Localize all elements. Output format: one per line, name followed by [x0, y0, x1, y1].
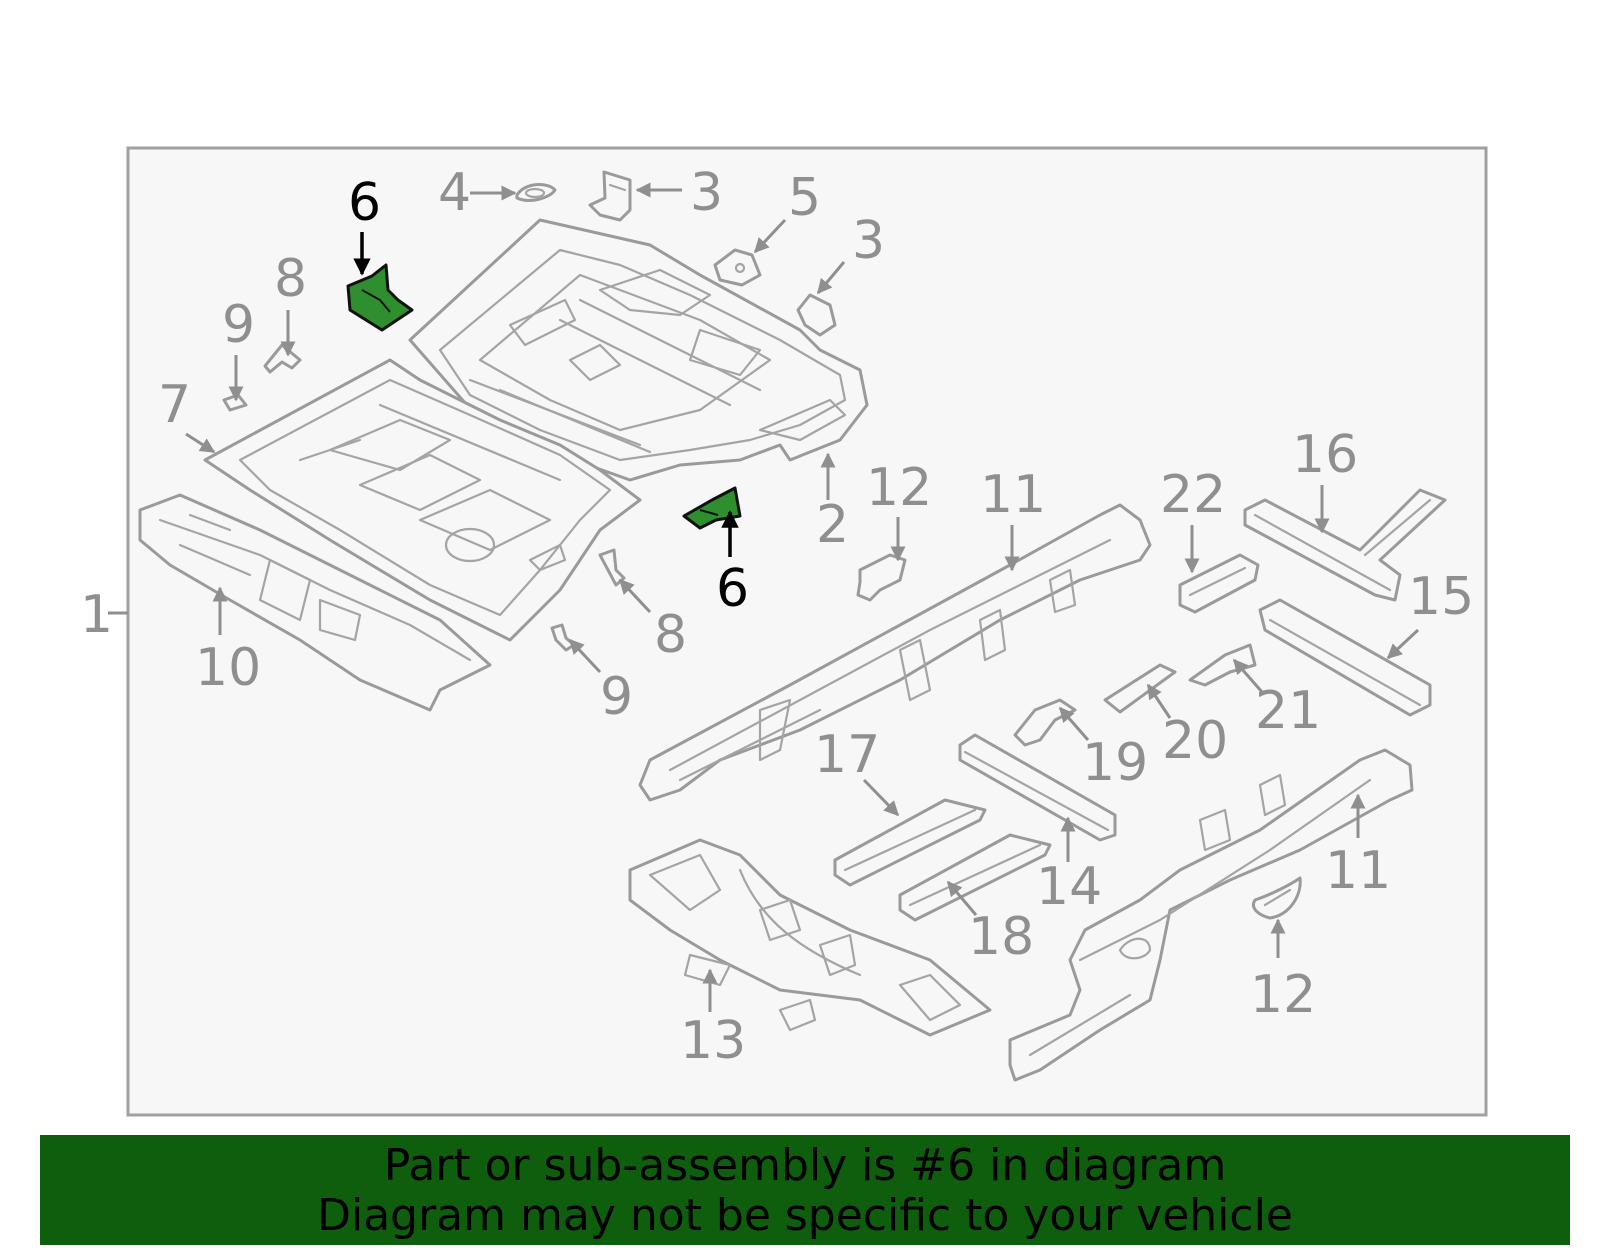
label-9: 9 [222, 295, 255, 355]
label-12: 12 [1250, 965, 1316, 1025]
label-10: 10 [195, 638, 261, 698]
small-brackets [222, 170, 1302, 920]
part-11-lower-rail [1008, 748, 1414, 1082]
part-10-cross-member [138, 493, 492, 712]
part-13-center-member [628, 838, 992, 1037]
leader-lines [108, 182, 1420, 1012]
label-11: 11 [1325, 841, 1391, 901]
label-8: 8 [654, 605, 687, 665]
label-3: 3 [690, 163, 723, 223]
banner-line-1: Part or sub-assembly is #6 in diagram [383, 1140, 1227, 1191]
label-18: 18 [968, 907, 1034, 967]
label-7: 7 [158, 375, 191, 435]
label-17: 17 [814, 725, 880, 785]
label-11: 11 [980, 465, 1046, 525]
label-16: 16 [1292, 425, 1358, 485]
label-9: 9 [600, 667, 633, 727]
label-8: 8 [274, 249, 307, 309]
label-2: 2 [816, 495, 849, 555]
label-6: 6 [348, 173, 381, 233]
label-19: 19 [1082, 733, 1148, 793]
label-22: 22 [1160, 465, 1226, 525]
label-1: 1 [80, 585, 113, 645]
label-6: 6 [716, 559, 749, 619]
label-13: 13 [680, 1011, 746, 1071]
label-21: 21 [1255, 681, 1321, 741]
part-7-front-floor [203, 358, 642, 642]
parts-cross-members [833, 488, 1447, 922]
info-banner: Part or sub-assembly is #6 in diagram Di… [40, 1135, 1570, 1245]
label-5: 5 [788, 168, 821, 228]
label-12: 12 [866, 458, 932, 518]
banner-line-2: Diagram may not be specific to your vehi… [317, 1190, 1293, 1241]
callout-labels: 1 2 3 3 4 5 6 6 7 8 8 9 9 10 11 11 12 12… [80, 163, 1474, 1071]
label-14: 14 [1036, 857, 1102, 917]
label-20: 20 [1162, 711, 1228, 771]
part-2-rear-floor [408, 218, 869, 482]
label-15: 15 [1408, 567, 1474, 627]
label-4: 4 [438, 163, 471, 223]
label-3: 3 [852, 211, 885, 271]
part-11-upper-rail [638, 503, 1152, 802]
